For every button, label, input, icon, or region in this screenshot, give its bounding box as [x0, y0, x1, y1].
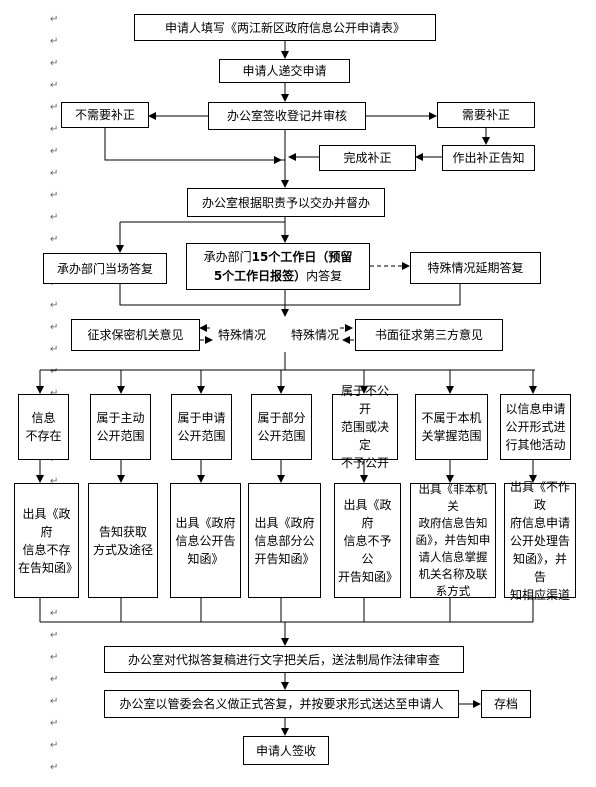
legal-review-box: 办公室对代拟答复稿进行文字把关后，送法制局作法律审查 [104, 646, 464, 673]
dept-15days-label-b: 15个工作日（预留 [251, 249, 353, 264]
submit-box: 申请人递交申请 [219, 59, 350, 83]
fill-form-box: 申请人填写《两江新区政府信息公开申请表》 [134, 14, 436, 41]
correction-notice-box: 作出补正告知 [442, 145, 535, 171]
archive-label: 存档 [493, 697, 518, 711]
category-active-public: 属于主动 公开范围 [90, 394, 151, 460]
legal-review-label: 办公室对代拟答复稿进行文字把关后，送法制局作法律审查 [127, 652, 440, 667]
dept-15days-label-c: 5个工作日报签） [213, 268, 307, 283]
correction-done-box: 完成补正 [319, 145, 416, 171]
output-not-held-letter-label: 出具《非本机关 政府信息告知 函》，并告知申 请人信息掌握 机关名称及联 系方式 [415, 482, 491, 598]
dept-15days-box: 承办部门15个工作日（预留 5个工作日报签）内答复 [186, 243, 370, 290]
category-no-info-label: 信息 不存在 [25, 411, 62, 443]
archive-box: 存档 [481, 690, 531, 718]
category-not-held-label: 不属于本机 关掌握范围 [421, 411, 482, 443]
output-other-letter: 出具《不作政 府信息申请 公开处理告 知函》，并告 知相应渠道 [504, 480, 576, 602]
output-not-public-letter: 出具《政府 信息不予公 开告知函》 [334, 483, 401, 598]
correction-notice-label: 作出补正告知 [452, 151, 525, 165]
dept-15days-label-d: 内答复 [306, 268, 343, 283]
dept-15days-label-a: 承办部门 [203, 249, 252, 264]
output-partial-letter-label: 出具《政府 信息部分公 开告知函》 [254, 515, 315, 566]
output-other-letter-label: 出具《不作政 府信息申请 公开处理告 知函》，并告 知相应渠道 [509, 479, 570, 602]
category-request-public: 属于申请 公开范围 [171, 394, 232, 460]
output-no-info-letter-label: 出具《政府 信息不存 在告知函》 [18, 506, 79, 575]
special-extend-label: 特殊情况延期答复 [427, 261, 524, 275]
sign-receipt-label: 申请人签收 [255, 743, 316, 758]
special-right-label: 特殊情况 [290, 328, 339, 342]
output-access-method-label: 告知获取 方式及途径 [92, 524, 153, 557]
dept-answer-spot-label: 承办部门当场答复 [56, 261, 153, 276]
output-public-letter: 出具《政府 信息公开告 知函》 [170, 483, 241, 598]
output-access-method: 告知获取 方式及途径 [88, 483, 158, 598]
no-correction-box: 不需要补正 [61, 102, 149, 128]
submit-label: 申请人递交申请 [242, 64, 327, 78]
output-not-held-letter: 出具《非本机关 政府信息告知 函》，并告知申 请人信息掌握 机关名称及联 系方式 [410, 482, 496, 598]
special-extend-box: 特殊情况延期答复 [410, 252, 541, 284]
consult-secrecy-box: 征求保密机关意见 [71, 319, 200, 351]
office-register-label: 办公室签收登记并审核 [226, 109, 347, 123]
sign-receipt-box: 申请人签收 [243, 736, 329, 765]
formal-reply-label: 办公室以管委会名义做正式答复，并按要求形式送达至申请人 [119, 697, 444, 711]
special-left-label: 特殊情况 [217, 328, 266, 342]
special-left-label-box: 特殊情况 [210, 323, 274, 347]
category-no-info: 信息 不存在 [18, 394, 69, 460]
need-correction-label: 需要补正 [461, 108, 510, 122]
category-not-public-label: 属于不公开 范围或决定 不予公开 [340, 384, 389, 470]
special-right-label-box: 特殊情况 [283, 323, 347, 347]
consult-secrecy-label: 征求保密机关意见 [87, 328, 184, 342]
category-active-public-label: 属于主动 公开范围 [96, 411, 145, 443]
output-no-info-letter: 出具《政府 信息不存 在告知函》 [14, 483, 79, 598]
category-not-public: 属于不公开 范围或决定 不予公开 [332, 384, 398, 470]
formal-reply-box: 办公室以管委会名义做正式答复，并按要求形式送达至申请人 [104, 690, 459, 718]
need-correction-box: 需要补正 [437, 102, 535, 128]
no-correction-label: 不需要补正 [74, 108, 135, 122]
consult-third-label: 书面征求第三方意见 [374, 328, 483, 342]
output-public-letter-label: 出具《政府 信息公开告 知函》 [175, 515, 236, 566]
category-partial-public-label: 属于部分 公开范围 [257, 411, 306, 443]
fill-form-label: 申请人填写《两江新区政府信息公开申请表》 [164, 20, 405, 35]
consult-third-box: 书面征求第三方意见 [355, 319, 503, 351]
office-register-box: 办公室签收登记并审核 [208, 102, 366, 130]
output-not-public-letter-label: 出具《政府 信息不予公 开告知函》 [338, 497, 399, 584]
correction-done-label: 完成补正 [343, 151, 392, 165]
category-request-public-label: 属于申请 公开范围 [177, 411, 226, 443]
office-assign-label: 办公室根据职责予以交办并督办 [201, 195, 370, 210]
output-partial-letter: 出具《政府 信息部分公 开告知函》 [248, 483, 321, 598]
category-other-activity-label: 以信息申请 公开形式进 行其他活动 [505, 402, 566, 452]
dept-answer-spot-box: 承办部门当场答复 [43, 253, 167, 284]
category-partial-public: 属于部分 公开范围 [251, 394, 312, 460]
category-other-activity: 以信息申请 公开形式进 行其他活动 [500, 394, 571, 460]
office-assign-box: 办公室根据职责予以交办并督办 [187, 188, 385, 217]
category-not-held: 不属于本机 关掌握范围 [415, 394, 488, 460]
